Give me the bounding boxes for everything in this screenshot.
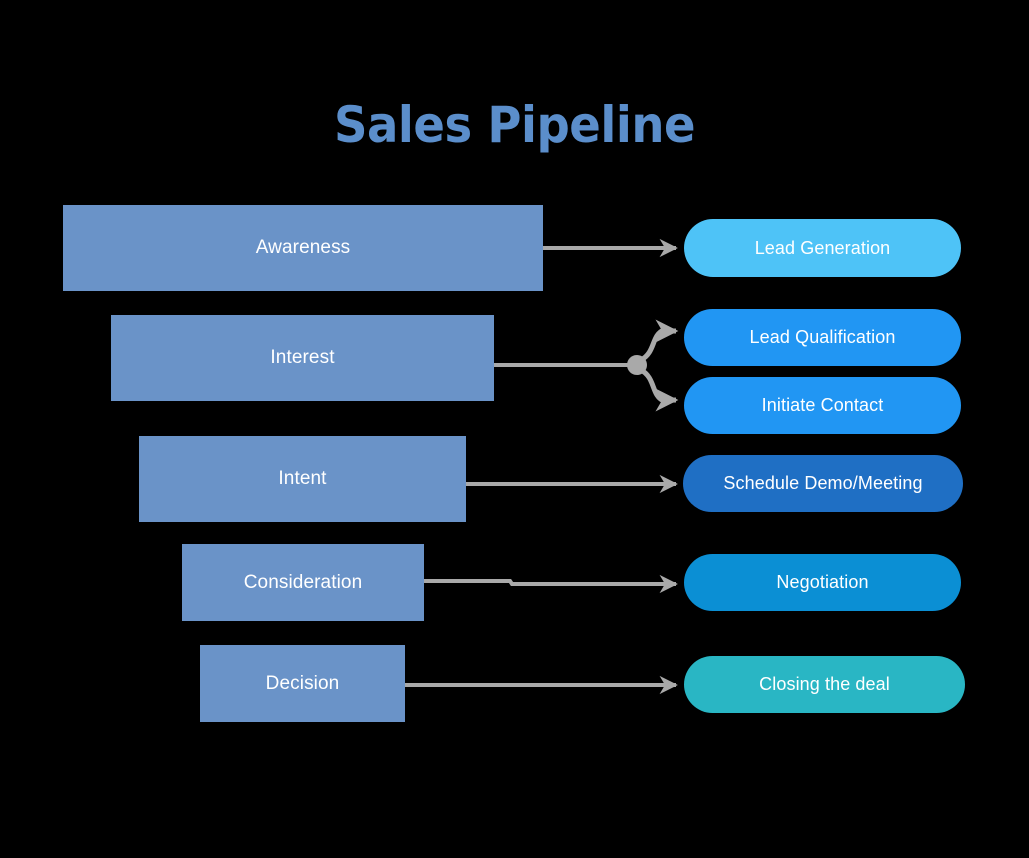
stage-box-awareness[interactable]: Awareness xyxy=(63,205,543,291)
connector-interest-branch xyxy=(494,319,679,412)
action-pill-lead-qualification[interactable]: Lead Qualification xyxy=(684,309,961,366)
action-pill-initiate-contact[interactable]: Initiate Contact xyxy=(684,377,961,434)
stage-label: Consideration xyxy=(243,571,363,593)
action-pill-closing-the-deal[interactable]: Closing the deal xyxy=(684,656,965,713)
page-title: Sales Pipeline xyxy=(333,96,696,154)
stage-label: Awareness xyxy=(255,237,351,258)
branch-node-dot xyxy=(627,355,647,375)
stage-label: Decision xyxy=(265,672,340,694)
action-pill-negotiation[interactable]: Negotiation xyxy=(684,554,961,611)
action-label: Lead Generation xyxy=(754,237,891,258)
stage-box-consideration[interactable]: Consideration xyxy=(182,544,424,621)
stage-label: Interest xyxy=(270,347,335,368)
action-label: Lead Qualification xyxy=(749,327,896,347)
stage-box-interest[interactable]: Interest xyxy=(111,315,494,401)
stage-box-intent[interactable]: Intent xyxy=(139,436,466,522)
connector-consideration-to-negotiation xyxy=(424,574,678,594)
action-label: Closing the deal xyxy=(759,674,890,694)
action-label: Negotiation xyxy=(776,572,869,592)
stage-label: Intent xyxy=(278,468,327,489)
action-pill-schedule-demo-meeting[interactable]: Schedule Demo/Meeting xyxy=(683,455,963,512)
action-label: Initiate Contact xyxy=(761,395,884,415)
action-pill-lead-generation[interactable]: Lead Generation xyxy=(684,219,961,277)
action-label: Schedule Demo/Meeting xyxy=(723,473,923,493)
stage-box-decision[interactable]: Decision xyxy=(200,645,405,722)
